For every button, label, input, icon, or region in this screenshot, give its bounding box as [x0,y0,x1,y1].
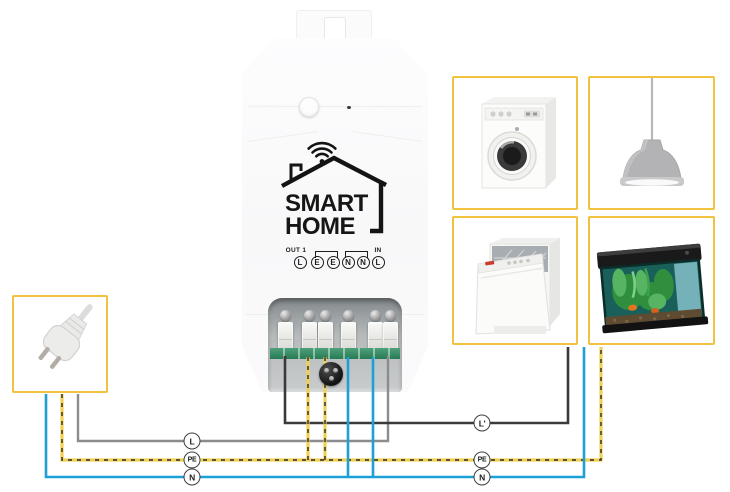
mounting-tab [296,10,372,44]
wire-label-n-right: N [473,468,491,486]
terminal-screw [279,310,291,321]
house-icon [280,155,388,234]
smart-switch-device: SMART HOME OUT 1 IN L E E N N L [240,10,430,396]
terminal-screw [342,310,354,321]
brand-line1: SMART [285,190,369,217]
terminal-mark-out-l: L [293,256,307,269]
wifi-icon [307,141,337,164]
status-led [347,106,351,109]
aquarium-box [588,216,715,345]
terminal-block [277,322,293,352]
link-bracket-earth [315,251,338,258]
terminal-mark-n2: N [356,256,370,269]
out-terminal-label: OUT 1 [285,247,307,254]
terminal-mark-e2: E [326,256,340,269]
wire-label-l-prime: L' [473,414,491,432]
washing-machine-icon [481,97,556,189]
dishwasher-icon [475,238,560,335]
mounting-tab-slot [324,17,346,44]
terminal-block [382,322,398,352]
pendant-lamp-box [588,76,715,210]
din-connector [319,362,343,386]
wire-label-l-left: L [183,432,201,450]
terminal-screw [384,310,396,321]
wire-label-pe-left: PE [183,451,201,469]
terminal-block [317,322,333,352]
washing-machine-box [452,76,578,210]
terminal-mark-e1: E [310,256,324,269]
terminal-mark-in-l: L [371,256,385,269]
terminal-screw [319,310,331,321]
power-plug-box [12,295,108,393]
link-bracket-neutral [345,251,368,258]
connector-pin [324,368,329,373]
aquarium-icon [596,243,709,334]
terminal-mark-n1: N [341,256,355,269]
brand-line2: HOME [285,213,355,240]
terminal-block [340,322,356,352]
terminal-block [301,322,317,352]
power-button [299,97,319,117]
wire-label-pe-right: PE [473,451,491,469]
terminal-screw [303,310,315,321]
power-plug-icon [38,304,93,369]
brand-logo: SMART HOME [280,141,388,240]
terminal-block [367,322,383,352]
pcb-strip [270,348,400,359]
connector-pin [333,368,338,373]
panel-seam [247,105,423,108]
terminal-screw [369,310,381,321]
wire-label-n-left: N [183,468,201,486]
connector-pin [328,376,334,381]
in-terminal-label: IN [374,247,382,254]
dishwasher-box [452,216,578,345]
pendant-lamp-icon [620,78,684,186]
